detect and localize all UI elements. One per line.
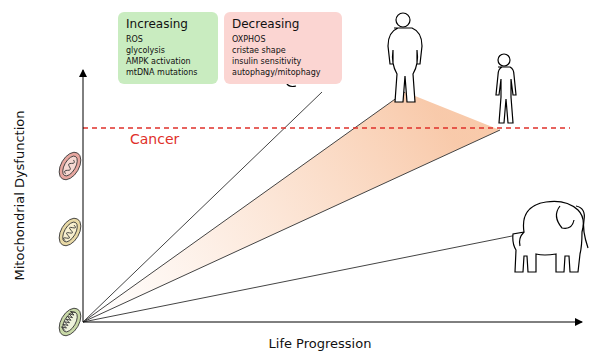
increasing-box: IncreasingROSglycolysisAMPK activationmt… — [118, 12, 218, 84]
box-heading: Decreasing — [232, 17, 334, 31]
list-item: insulin sensitivity — [232, 56, 334, 67]
list-item: autophagy/mitophagy — [232, 67, 334, 78]
list-item: mtDNA mutations — [126, 67, 210, 78]
y-axis-label: Mitochondrial Dysfunction — [13, 110, 28, 280]
list-item: cristae shape — [232, 45, 334, 56]
x-axis — [83, 322, 582, 323]
elephant-figure — [513, 201, 588, 272]
cancer-label: Cancer — [130, 131, 179, 147]
cancer-threshold — [83, 127, 570, 128]
trajectory-lines — [83, 92, 522, 322]
y-axis — [83, 70, 84, 322]
risk-band — [83, 92, 500, 322]
thin-human-figure — [496, 54, 516, 123]
list-item: glycolysis — [126, 45, 210, 56]
box-heading: Increasing — [126, 17, 210, 31]
mitochondrion-icons — [55, 149, 86, 340]
decreasing-box: DecreasingOXPHOScristae shapeinsulin sen… — [224, 12, 342, 84]
list-item: AMPK activation — [126, 56, 210, 67]
obese-human-figure — [388, 13, 422, 102]
list-item: OXPHOS — [232, 34, 334, 45]
list-item: ROS — [126, 34, 210, 45]
x-axis-label: Life Progression — [269, 336, 372, 351]
